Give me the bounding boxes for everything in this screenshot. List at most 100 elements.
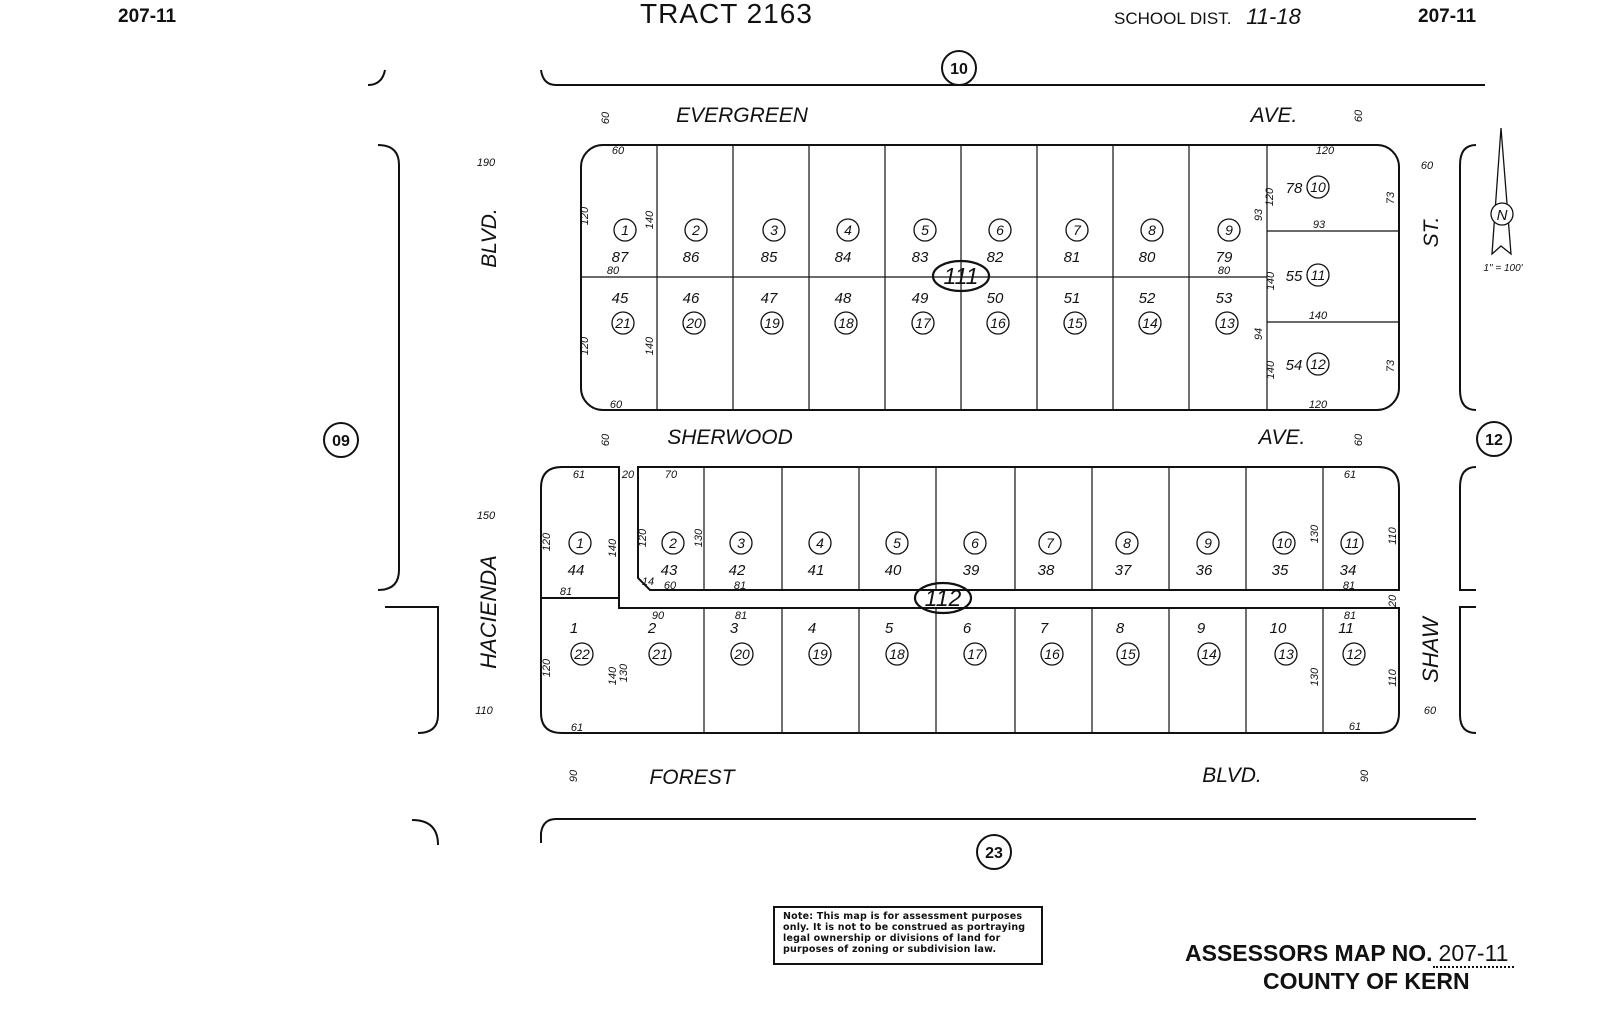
parcel-111-bottom-20-number: 20 <box>685 315 702 331</box>
parcel-111-bottom-15-number: 15 <box>1067 315 1083 331</box>
lot-number: 46 <box>683 290 700 307</box>
block-112-bottom-outline <box>540 597 1400 734</box>
tract-title: TRACT 2163 <box>640 0 813 29</box>
parcel-112-bottom-12 <box>1342 642 1366 666</box>
book-block-112 <box>913 581 973 615</box>
parcel-111-bottom-14 <box>1138 311 1162 335</box>
parcel-112-top-4 <box>808 531 832 555</box>
north-arrow-label: N <box>1497 207 1508 224</box>
header-right-map-number: 207-11 <box>1418 6 1477 27</box>
parcel-112-top-4-number: 4 <box>816 535 824 551</box>
parcel-112-bottom-18 <box>885 642 909 666</box>
blocks <box>540 144 1400 734</box>
parcel-112-top-11-number: 11 <box>1345 535 1360 551</box>
parcel-111-top-6 <box>988 218 1012 242</box>
parcel-111-top-5 <box>913 218 937 242</box>
parcel-112-top-11 <box>1340 531 1364 555</box>
parcel-111-bottom-16 <box>986 311 1010 335</box>
parcel-112-bottom-13-number: 13 <box>1278 646 1294 662</box>
parcel-112-bottom-15 <box>1116 642 1140 666</box>
parcel-111-bottom-13 <box>1215 311 1239 335</box>
street-hacienda-suffix: BLVD. <box>478 208 501 268</box>
parcel-111-top-6-number: 6 <box>996 222 1004 238</box>
parcel-112-bottom-21-number: 21 <box>651 646 668 662</box>
parcel-112-top-9-number: 9 <box>1204 535 1212 551</box>
lot-number: 53 <box>1216 290 1233 307</box>
lot-dimension: 94 <box>1253 328 1265 340</box>
lot-number: 6 <box>963 620 972 637</box>
parcel-112-top-6 <box>963 531 987 555</box>
parcel-112-bottom-14-number: 14 <box>1201 646 1217 662</box>
parcel-111-top-4 <box>836 218 860 242</box>
parcel-112-bottom-20 <box>730 642 754 666</box>
parcel-111-bottom-17-number: 17 <box>915 315 932 331</box>
lot-dimension: 140 <box>644 210 656 229</box>
parcel-111-top-3-number: 3 <box>770 222 778 238</box>
lot-number: 87 <box>612 249 629 266</box>
lot-dimension: 60 <box>610 399 623 411</box>
parcel-112-top-8-number: 8 <box>1123 535 1131 551</box>
road-line-west-top <box>367 69 386 86</box>
lot-dimension: 81 <box>1344 610 1356 622</box>
disclaimer-note: Note: This map is for assessment purpose… <box>773 906 1043 965</box>
parcel-111-top-9-number: 9 <box>1225 222 1233 238</box>
parcel-111-east-12-number: 12 <box>1310 356 1326 372</box>
lot-dimension: 73 <box>1385 359 1397 372</box>
lot-dimension: 120 <box>1316 145 1335 157</box>
lot-number: 51 <box>1064 290 1081 307</box>
school-district: SCHOOL DIST. 11-18 <box>1114 4 1301 30</box>
school-district-value: 11-18 <box>1246 4 1301 29</box>
lot-dimension: 61 <box>1344 469 1356 481</box>
street-width-dimension: 110 <box>475 705 493 717</box>
road-line-east-2 <box>1459 466 1477 591</box>
parcel-112-bottom-22-number: 22 <box>573 646 590 662</box>
lot-dimension: 80 <box>607 265 620 277</box>
parcel-112-top-1-number: 1 <box>576 535 584 551</box>
street-forest-suffix: BLVD. <box>1202 764 1262 787</box>
lot-dimension: 120 <box>1264 187 1276 206</box>
parcel-111-top-2-number: 2 <box>691 222 700 238</box>
parcel-111-top-9 <box>1217 218 1241 242</box>
parcel-112-bottom-17-number: 17 <box>967 646 984 662</box>
lot-number: 3 <box>730 620 739 637</box>
parcel-112-bottom-18-number: 18 <box>889 646 905 662</box>
street-width-dimension: 60 <box>1421 160 1434 172</box>
lot-dimension: 120 <box>637 528 649 547</box>
parcel-112-top-2-number: 2 <box>668 535 677 551</box>
parcel-112-top-6-number: 6 <box>971 535 979 551</box>
lot-number: 49 <box>912 290 929 307</box>
assessors-map-number: ASSESSORS MAP NO.207-11 <box>1185 940 1515 968</box>
lot-dimension: 140 <box>644 336 656 355</box>
parcel-111-bottom-15 <box>1063 311 1087 335</box>
lot-dimension: 14 <box>642 576 654 588</box>
parcel-111-bottom-19-number: 19 <box>764 315 780 331</box>
lot-number: 55 <box>1286 268 1303 285</box>
lot-number: 52 <box>1139 290 1156 307</box>
lot-dimension: 140 <box>607 538 619 557</box>
parcel-111-bottom-21-number: 21 <box>614 315 631 331</box>
lot-number: 4 <box>808 620 816 637</box>
parcel-111-bottom-16-number: 16 <box>990 315 1006 331</box>
parcel-111-bottom-21 <box>611 311 635 335</box>
lot-number: 48 <box>835 290 852 307</box>
parcel-111-bottom-18-number: 18 <box>838 315 854 331</box>
street-width-dimension: 60 <box>600 111 612 124</box>
lot-dimension: 61 <box>1349 721 1361 733</box>
parcel-111-bottom-13-number: 13 <box>1219 315 1235 331</box>
parcel-112-bottom-16-number: 16 <box>1044 646 1060 662</box>
labels: 1872863854845836827818809794521462047194… <box>323 50 1524 870</box>
county-name: COUNTY OF KERN <box>1263 968 1470 994</box>
street-width-dimension: 150 <box>477 510 496 522</box>
street-width-dimension: 60 <box>1353 109 1365 122</box>
lot-dimension: 61 <box>573 469 585 481</box>
lot-dimension: 81 <box>560 586 572 598</box>
parcel-112-bottom-15-number: 15 <box>1120 646 1136 662</box>
lot-dimension: 130 <box>1309 667 1321 686</box>
book-block-111-label: 111 <box>944 263 979 289</box>
lot-number: 1 <box>570 620 578 637</box>
road-lines <box>367 69 1485 846</box>
parcel-111-east-12 <box>1306 352 1330 376</box>
parcel-111-top-4-number: 4 <box>844 222 852 238</box>
street-sherwood: SHERWOOD <box>667 426 793 449</box>
lot-number: 10 <box>1270 620 1287 637</box>
